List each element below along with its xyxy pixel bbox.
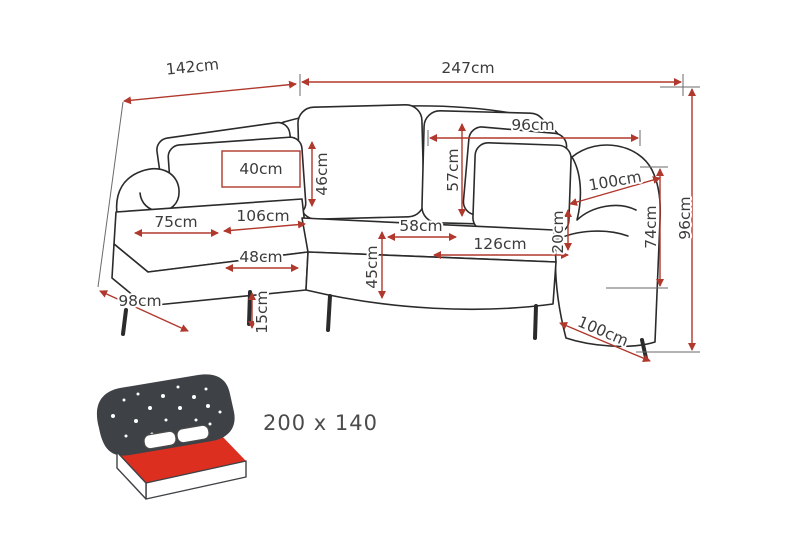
label-chaise-side-depth: 98cm <box>118 292 161 310</box>
label-leg-height: 15cm <box>253 290 271 333</box>
bed-pillows <box>143 424 210 450</box>
dim-line-armrest-top <box>569 176 661 206</box>
dim-line-chaise-side-depth <box>99 290 189 332</box>
label-chaise-seat-length: 106cm <box>236 207 289 225</box>
label-chaise-inner: 48cm <box>239 248 282 266</box>
label-armrest-height: 74cm <box>642 205 660 248</box>
dim-box-pillow-width <box>221 150 301 188</box>
dim-line-chaise-seat-length <box>223 220 306 235</box>
label-pillow-height: 46cm <box>313 152 331 195</box>
label-seat-width-total: 126cm <box>473 235 526 253</box>
sofa-bed-icon <box>96 374 247 500</box>
dimension-lines <box>99 78 696 362</box>
label-armrest-thickness: 20cm <box>549 210 567 253</box>
main-seat-front <box>305 251 557 311</box>
bed-mattress-surface <box>117 433 246 483</box>
label-pillow-width: 40cm <box>239 160 282 178</box>
label-seat-cushion-width: 58cm <box>399 217 442 235</box>
label-total-height: 96cm <box>676 196 694 239</box>
bed-size-label: 200 x 140 <box>263 411 378 435</box>
label-chaise-seat-width: 75cm <box>154 213 197 231</box>
dim-line-chaise-back-width <box>123 80 297 105</box>
label-chaise-back-width: 142cm <box>165 55 220 78</box>
dim-line-sofa-depth <box>559 322 651 362</box>
label-seat-depth: 45cm <box>363 245 381 288</box>
label-right-backrest: 96cm <box>511 116 554 134</box>
label-cushion-height: 57cm <box>444 148 462 191</box>
right-armrest-front-line <box>555 230 629 241</box>
label-total-width: 247cm <box>441 59 494 77</box>
bed-base <box>116 451 247 500</box>
